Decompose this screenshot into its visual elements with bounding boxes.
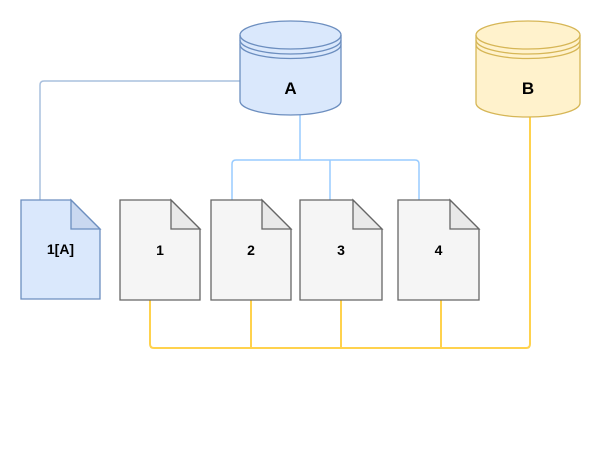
document-3-fold-icon (352, 198, 384, 230)
database-a-rings (239, 34, 342, 60)
document-1-label: 1 (156, 242, 164, 258)
document-2: 2 (210, 198, 293, 301)
database-b-rings (475, 34, 581, 60)
database-a: A (239, 20, 342, 116)
document-1a-fold-icon (70, 198, 102, 230)
document-2-label: 2 (247, 242, 255, 258)
document-1-fold-icon (170, 198, 202, 230)
database-a-body (239, 20, 342, 116)
database-a-label: A (284, 79, 296, 98)
edge-a-to-docs-2-3-4 (231, 115, 420, 200)
document-4-fold-icon (449, 198, 481, 230)
document-4: 4 (397, 198, 481, 301)
document-1: 1 (119, 198, 202, 301)
database-b: B (475, 20, 581, 118)
document-1a-label: 1[A] (47, 241, 74, 257)
document-2-fold-icon (261, 198, 293, 230)
edge-a-to-doc-1a (39, 80, 240, 200)
document-1a: 1[A] (20, 198, 102, 300)
document-4-label: 4 (435, 242, 443, 258)
document-3-label: 3 (337, 242, 345, 258)
document-3: 3 (299, 198, 384, 301)
edge-b-to-docs-1-2-3-4 (149, 117, 531, 349)
database-b-body (475, 20, 581, 118)
database-b-label: B (522, 79, 534, 98)
